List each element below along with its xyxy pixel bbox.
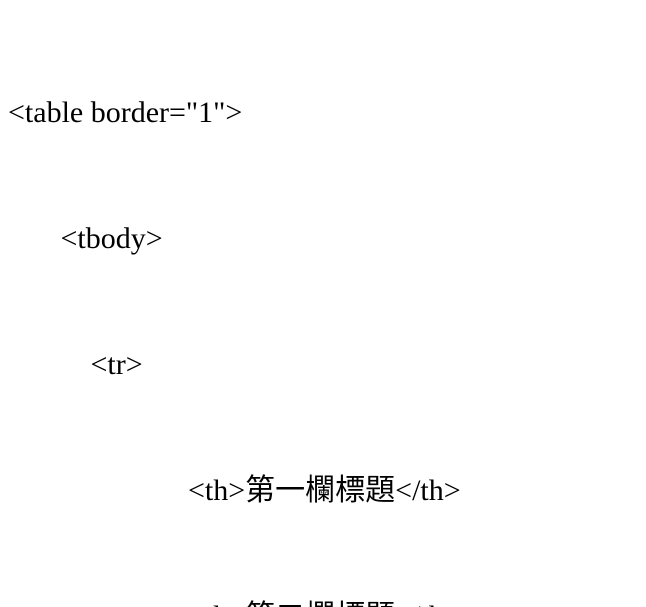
code-line: <tr> bbox=[8, 348, 143, 381]
code-snippet: <table border="1"> <tbody> <tr> <th>第一欄標… bbox=[8, 8, 640, 607]
code-line: <th>第一欄標題</th> bbox=[8, 474, 461, 507]
code-line: <tbody> bbox=[8, 222, 163, 255]
code-line: <th>第二欄標題</th> bbox=[8, 596, 640, 607]
code-line: <table border="1"> bbox=[8, 96, 243, 129]
